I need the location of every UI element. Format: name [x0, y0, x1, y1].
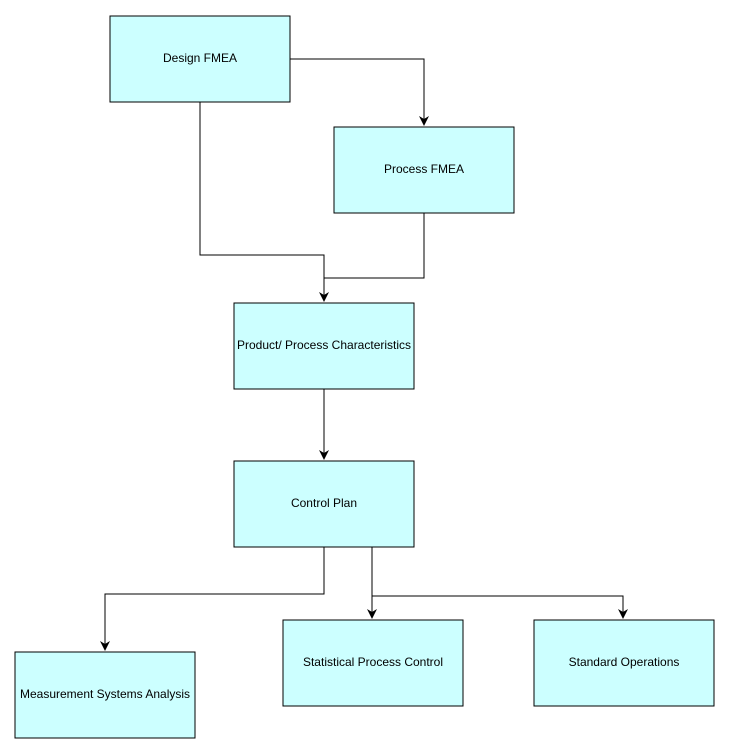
node-characteristics[interactable]: Product/ Process Characteristics: [233, 302, 415, 390]
node-spc-label: Statistical Process Control: [303, 655, 443, 669]
node-msa-label: Measurement Systems Analysis: [20, 687, 190, 701]
edge-design-to-process-fmea: [290, 58, 429, 126]
node-design-fmea-box: [109, 15, 291, 103]
node-standard-operations-label: Standard Operations: [569, 655, 680, 669]
node-control-plan[interactable]: Control Plan: [233, 460, 415, 548]
node-msa-box: [14, 651, 196, 739]
node-process-fmea-label: Process FMEA: [384, 162, 464, 176]
edge-design-to-characteristics: [199, 102, 329, 302]
node-control-plan-box: [233, 460, 415, 548]
node-design-fmea-label: Design FMEA: [163, 51, 237, 65]
node-control-plan-label: Control Plan: [291, 496, 357, 510]
node-msa[interactable]: Measurement Systems Analysis: [14, 651, 196, 739]
node-process-fmea-box: [333, 126, 515, 214]
node-characteristics-label: Product/ Process Characteristics: [237, 338, 411, 352]
edge-control-plan-to-standard-ops: [372, 595, 628, 619]
node-standard-operations[interactable]: Standard Operations: [533, 619, 715, 707]
node-standard-operations-box: [533, 619, 715, 707]
edge-control-plan-to-msa: [100, 547, 325, 651]
node-spc-box: [282, 619, 464, 707]
node-spc[interactable]: Statistical Process Control: [282, 619, 464, 707]
node-process-fmea[interactable]: Process FMEA: [333, 126, 515, 214]
edges: [100, 58, 628, 651]
node-design-fmea[interactable]: Design FMEA: [109, 15, 291, 103]
node-characteristics-box: [233, 302, 415, 390]
edge-process-fmea-to-characteristics: [324, 213, 425, 279]
